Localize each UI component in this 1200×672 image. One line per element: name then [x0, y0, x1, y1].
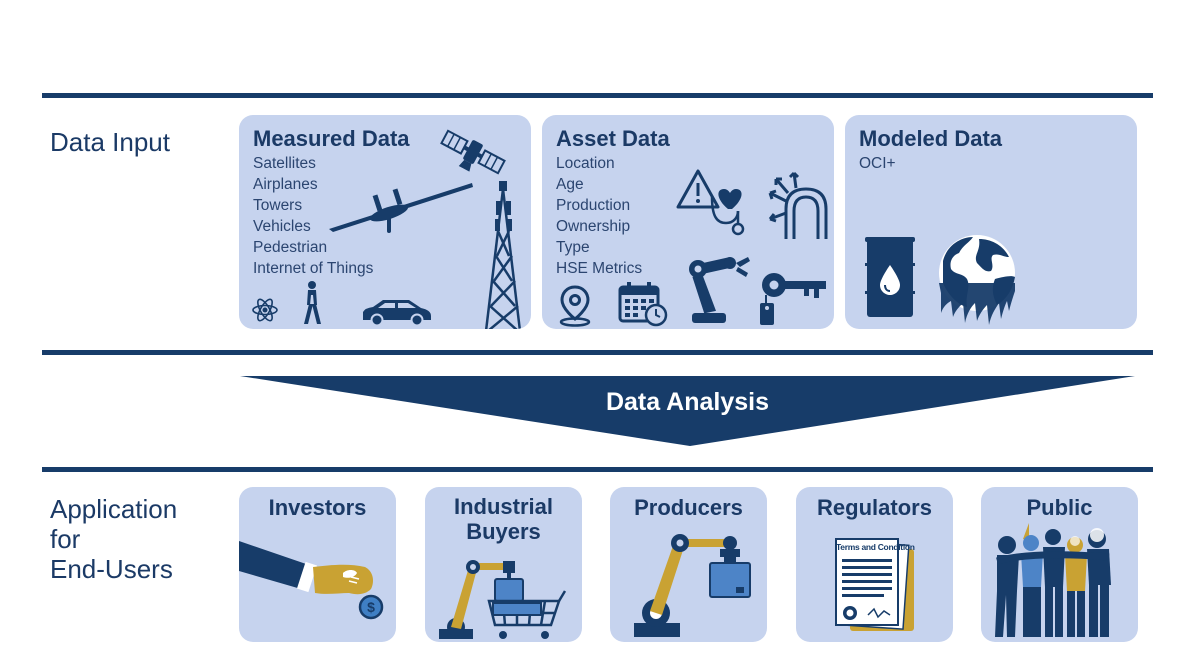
producers-card: Producers [610, 487, 767, 642]
pedestrian-icon [299, 281, 323, 325]
top-rule [42, 93, 1153, 98]
robot-cart-icon [437, 557, 567, 641]
list-item: Internet of Things [253, 260, 374, 277]
measured-data-list: Satellites Airplanes Towers Vehicles Ped… [253, 153, 373, 279]
list-item: HSE Metrics [556, 260, 643, 277]
list-item: Towers [253, 197, 303, 214]
calendar-icon [618, 281, 668, 327]
document-icon [834, 535, 924, 635]
asset-data-card: Asset Data Location Age Production Owner… [542, 115, 834, 329]
document-heading: Terms and Condition [836, 542, 915, 552]
health-safety-icon [676, 167, 756, 239]
modeled-data-title: Modeled Data [859, 126, 1003, 151]
measured-data-card: Measured Data Satellites Airplanes Tower… [239, 115, 531, 329]
robot-arm-box-icon [630, 531, 751, 641]
svg-text:$: $ [367, 599, 375, 615]
list-item: Production [556, 197, 631, 214]
location-pin-icon [558, 285, 592, 327]
list-item: Vehicles [253, 218, 311, 235]
list-item: Pedestrian [253, 239, 328, 256]
measured-data-title: Measured Data [253, 126, 410, 151]
tower-icon [482, 181, 524, 329]
list-item: Type [556, 239, 590, 256]
pipeline-icon [766, 171, 830, 241]
oil-barrel-icon [863, 235, 917, 319]
list-item: OCI+ [859, 155, 896, 172]
data-input-label: Data Input [50, 127, 170, 157]
asset-data-list: Location Age Production Ownership Type H… [556, 153, 642, 279]
atom-icon [252, 297, 278, 323]
data-analysis-funnel [240, 376, 1135, 446]
crowd-icon [993, 521, 1127, 637]
list-item: Location [556, 155, 615, 172]
investors-card: Investors $ [239, 487, 396, 642]
industrial-buyers-card: Industrial Buyers [425, 487, 582, 642]
airplane-icon [327, 181, 477, 233]
middle-rule [42, 350, 1153, 355]
industrial-buyers-title: Industrial Buyers [453, 494, 553, 544]
satellite-icon [439, 123, 507, 181]
asset-data-title: Asset Data [556, 126, 670, 151]
end-users-label: Application for End-Users [50, 494, 178, 584]
melting-globe-icon [933, 231, 1023, 327]
car-icon [359, 298, 433, 327]
public-card: Public [981, 487, 1138, 642]
producers-title: Producers [634, 495, 743, 520]
investors-title: Investors [268, 495, 367, 520]
bottom-rule [42, 467, 1153, 472]
modeled-data-card: Modeled Data OCI+ [845, 115, 1137, 329]
data-analysis-label: Data Analysis [605, 388, 770, 416]
modeled-data-list: OCI+ [859, 153, 896, 174]
list-item: Airplanes [253, 176, 318, 193]
regulators-title: Regulators [817, 495, 932, 520]
robot-arm-icon [682, 253, 752, 325]
list-item: Ownership [556, 218, 631, 235]
public-title: Public [1026, 495, 1093, 520]
list-item: Age [556, 176, 584, 193]
regulators-card: Regulators Terms and Condition [796, 487, 953, 642]
hand-coin-icon: $ [239, 537, 396, 621]
list-item: Satellites [253, 155, 316, 172]
key-icon [758, 267, 830, 327]
